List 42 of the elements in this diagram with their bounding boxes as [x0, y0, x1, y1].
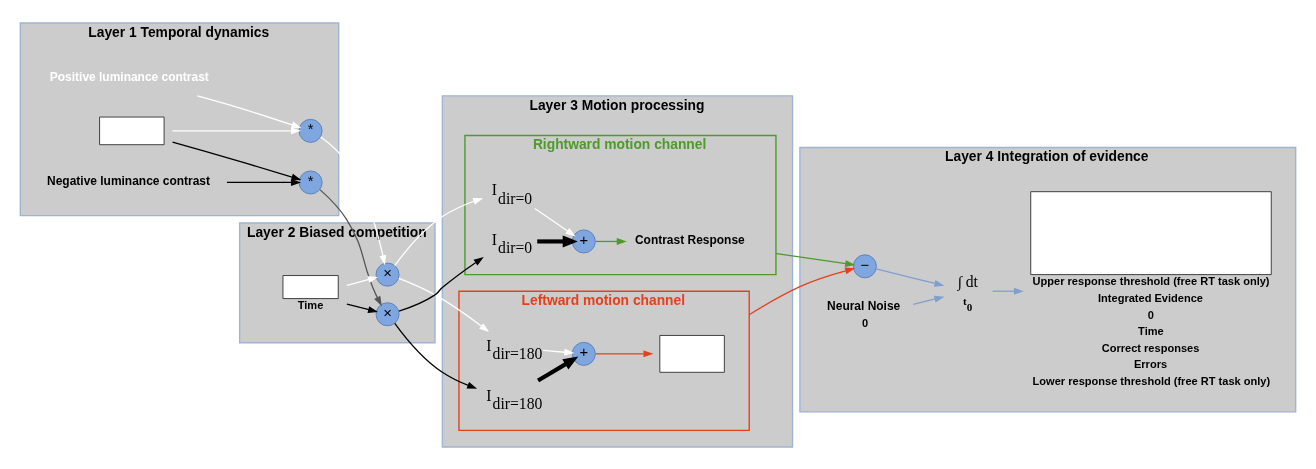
arrow	[912, 295, 945, 305]
arrow	[542, 348, 575, 356]
node-text: ∫ dt	[957, 272, 978, 290]
arrow	[991, 287, 1024, 295]
arrow	[748, 266, 856, 315]
node-circle: −	[852, 253, 877, 278]
node-label: Time	[1138, 324, 1164, 337]
node-label: Upper response threshold (free RT task only)	[1032, 274, 1270, 287]
node-circle: +	[571, 341, 596, 366]
arrow	[595, 349, 654, 357]
node-text: Negative luminance contrast	[47, 173, 211, 188]
node-text: Neural Noise	[827, 298, 901, 313]
arrow	[196, 94, 302, 128]
node-label: 0	[1147, 307, 1154, 320]
node-label: Integrated Evidence	[1098, 291, 1203, 304]
arrow	[537, 356, 579, 382]
node-label: 0	[862, 316, 869, 329]
node-circle: *	[298, 170, 323, 194]
arrow	[875, 267, 945, 287]
node-label: Errors	[1133, 357, 1168, 370]
arrow	[171, 126, 302, 134]
arrow	[595, 237, 627, 245]
node-label: Correct responses	[1101, 341, 1200, 354]
arrow	[398, 277, 490, 332]
node-circle: ×	[375, 301, 400, 326]
node-circle: *	[298, 118, 323, 143]
arrow	[346, 302, 378, 313]
arrow	[394, 197, 484, 266]
arrow	[534, 207, 576, 236]
arrow	[319, 188, 382, 306]
arrow	[537, 235, 578, 247]
node-text: Contrast Response	[634, 232, 745, 247]
node-label: Time	[297, 298, 324, 311]
node-label: Lower response threshold (free RT task only)	[1032, 374, 1271, 387]
arrow	[398, 256, 484, 312]
arrow	[320, 135, 387, 265]
arrow	[226, 178, 301, 186]
arrow	[171, 140, 302, 180]
arrow	[394, 322, 478, 389]
arrow	[346, 275, 378, 286]
node-circle: ×	[375, 262, 400, 287]
node-circle: +	[571, 228, 596, 253]
